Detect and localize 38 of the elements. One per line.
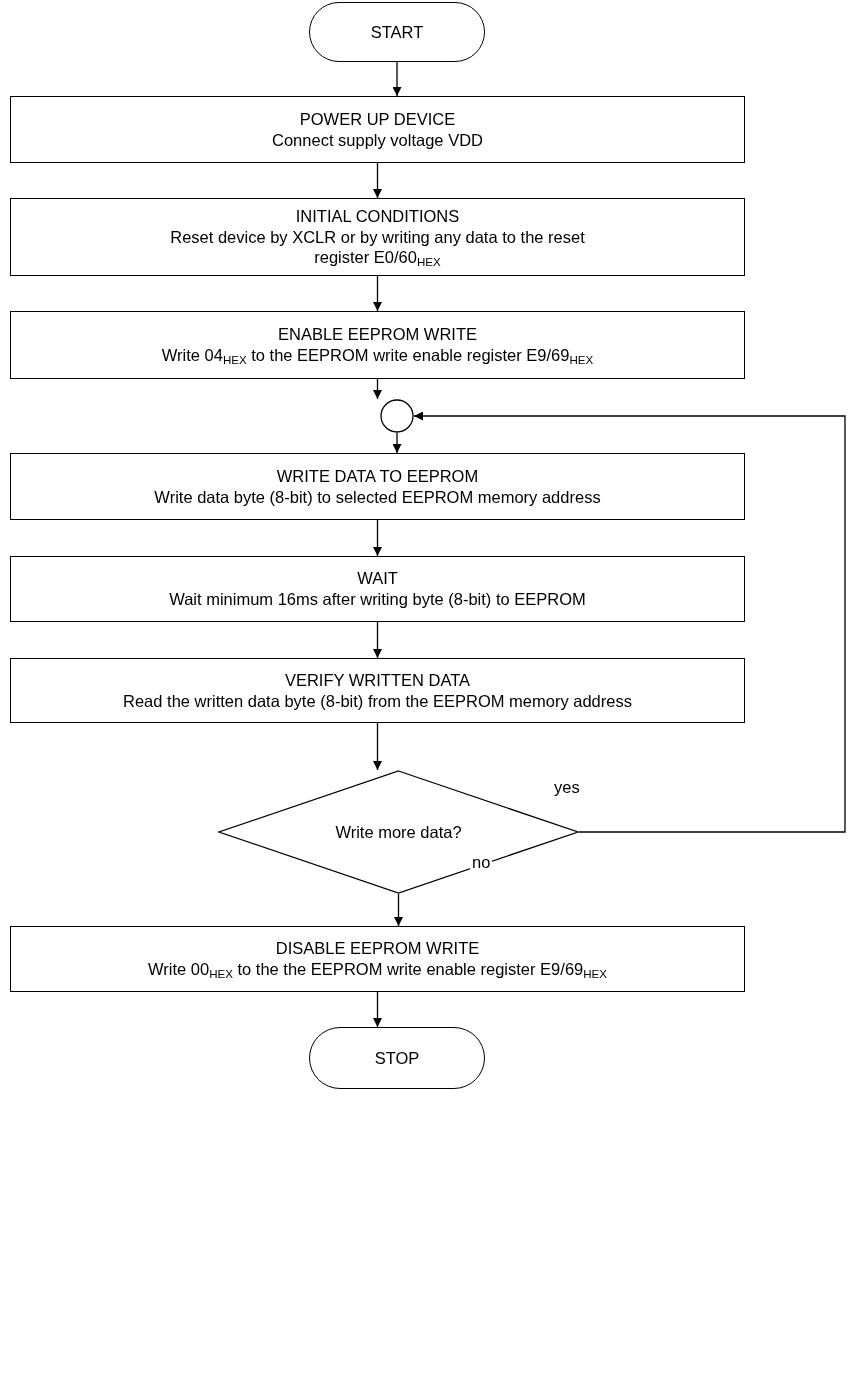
arrow xyxy=(373,722,382,771)
arrow xyxy=(373,378,382,400)
box-text: Write more data? xyxy=(335,821,462,843)
box-heading: WRITE DATA TO EEPROM xyxy=(276,465,479,487)
process-box xyxy=(10,311,745,379)
box-heading: ENABLE EEPROM WRITE xyxy=(278,324,477,345)
box-heading: POWER UP DEVICE xyxy=(299,108,456,130)
box-text: Connect supply voltage VDD xyxy=(272,129,483,151)
arrow xyxy=(394,893,403,927)
box-text: Reset device by XCLR or by writing any data to the reset register E0/60$_{HEX}$ xyxy=(169,226,586,268)
process-box xyxy=(10,96,745,163)
box-text: START xyxy=(370,21,424,43)
terminal-shape xyxy=(309,2,485,62)
connector-circle xyxy=(380,399,414,433)
box-text: Wait minimum 16ms after writing byte (8-bit) to EEPROM xyxy=(169,589,586,610)
box-text: STOP xyxy=(374,1047,420,1069)
process-box xyxy=(10,926,745,992)
process-box xyxy=(10,198,745,276)
arrow xyxy=(373,991,382,1028)
arrow xyxy=(392,432,402,454)
process-box xyxy=(10,556,745,622)
arrow xyxy=(392,61,402,97)
process-box xyxy=(10,453,745,520)
box-heading: WAIT xyxy=(357,568,398,589)
box-text: Write 00$_{HEX}$ to the the EEPROM write enable register E9/69$_{HEX}$ xyxy=(148,959,607,980)
box-heading: VERIFY WRITTEN DATA xyxy=(284,669,471,691)
decision-diamond xyxy=(218,770,579,894)
arrow xyxy=(413,411,846,833)
box-heading: INITIAL CONDITIONS xyxy=(295,206,460,227)
box-text: Write data byte (8-bit) to selected EEPROM memory address xyxy=(154,486,601,508)
arrow xyxy=(373,162,382,199)
arrow xyxy=(373,275,382,312)
box-text: Write 04$_{HEX}$ to the EEPROM write enable register E9/69$_{HEX}$ xyxy=(161,345,594,366)
arrow xyxy=(373,621,382,659)
box-heading: DISABLE EEPROM WRITE xyxy=(275,938,480,959)
process-box xyxy=(10,658,745,723)
arrow xyxy=(373,519,382,557)
box-text: Read the written data byte (8-bit) from the EEPROM memory address xyxy=(123,690,632,712)
